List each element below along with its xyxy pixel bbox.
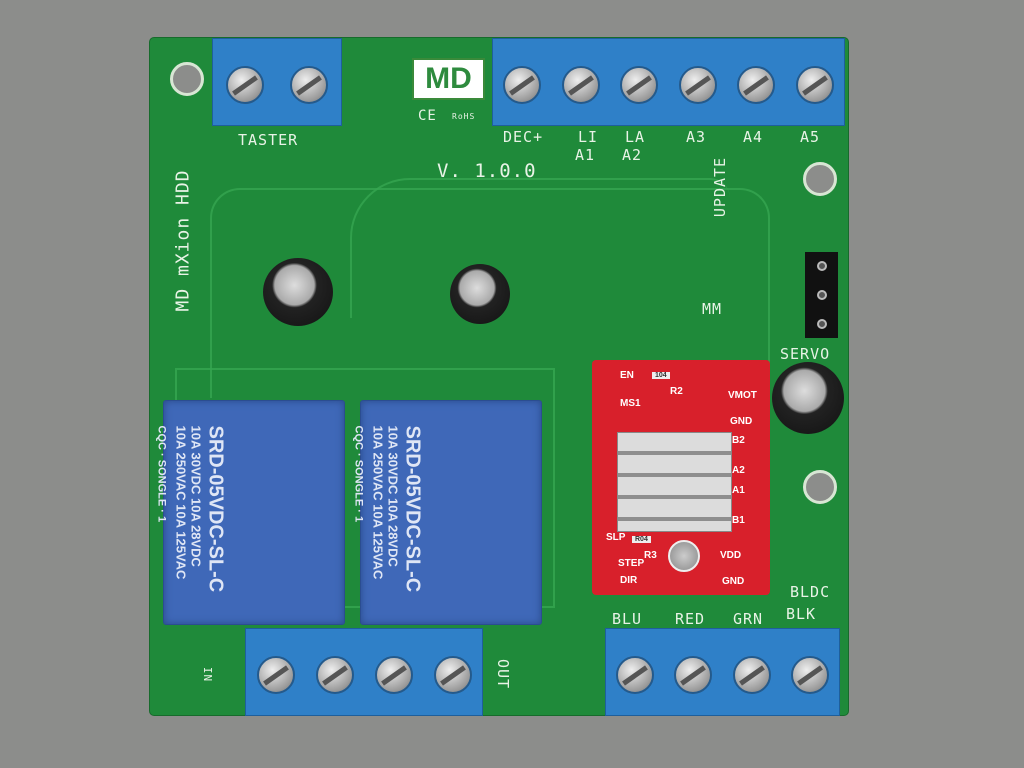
capacitor	[263, 258, 333, 326]
screw-icon[interactable]	[616, 656, 655, 694]
terminal-relay[interactable]	[245, 628, 483, 716]
stepper-driver: EN MS1 SLP STEP DIR VMOT GND B2 A2 A1 B1…	[592, 360, 770, 595]
screw-icon[interactable]	[790, 656, 829, 694]
part-label: R2	[670, 386, 683, 397]
relay-model: SRD-05VDC-SL-C	[204, 425, 227, 593]
board-title: MD mXion HDD	[172, 169, 194, 312]
label-a4: A4	[743, 128, 764, 146]
terminal-taster[interactable]	[212, 38, 342, 126]
pin-label: A1	[732, 485, 745, 496]
heatsink	[617, 432, 732, 532]
pin-label: B1	[732, 515, 745, 526]
label-out: OUT	[494, 658, 513, 690]
screw-icon[interactable]	[290, 66, 328, 104]
label-grn: GRN	[733, 610, 764, 628]
label-a5: A5	[800, 128, 821, 146]
relay-rating: 10A 250VAC 10A 125VAC	[370, 425, 386, 580]
relay-rating: 10A 30VDC 10A 28VDC	[188, 425, 204, 567]
trace	[350, 178, 730, 318]
label-a1: A1	[575, 146, 596, 164]
label-update: UPDATE	[711, 156, 730, 218]
md-logo: MD	[412, 58, 485, 100]
pin-label: VDD	[720, 550, 742, 561]
pin-label: STEP	[618, 558, 645, 569]
relay-rating: 10A 250VAC 10A 125VAC	[173, 425, 189, 580]
pin-label: GND	[722, 576, 745, 587]
screw-icon[interactable]	[226, 66, 264, 104]
screw-icon[interactable]	[315, 656, 354, 694]
capacitor	[450, 264, 510, 324]
screw-icon[interactable]	[374, 656, 413, 694]
rohs-mark: RoHS	[452, 112, 476, 121]
label-blu: BLU	[612, 610, 643, 628]
label-li: LI	[578, 128, 599, 146]
relay-brand: SONGLE	[155, 459, 168, 507]
capacitor	[772, 362, 844, 434]
mounting-hole	[803, 470, 837, 504]
label-la: LA	[625, 128, 646, 146]
relay: SRD-05VDC-SL-C 10A 30VDC 10A 28VDC 10A 2…	[156, 400, 345, 625]
pin-label: SLP	[606, 532, 626, 543]
pin-mark: 1	[155, 515, 168, 523]
label-bldc: BLDC	[790, 583, 831, 601]
cqc-mark: CQC	[155, 425, 168, 450]
pin-label: GND	[730, 416, 753, 427]
label-mm: MM	[702, 300, 723, 318]
relay: SRD-05VDC-SL-C 10A 30VDC 10A 28VDC 10A 2…	[353, 400, 542, 625]
screw-icon[interactable]	[620, 66, 659, 104]
pin-label: VMOT	[728, 390, 757, 401]
terminal-motor[interactable]	[605, 628, 840, 716]
resistor: 104	[652, 372, 670, 379]
potentiometer[interactable]	[668, 540, 700, 572]
relay-model: SRD-05VDC-SL-C	[401, 425, 424, 593]
terminal-outputs[interactable]	[492, 38, 845, 126]
label-blk: BLK	[786, 605, 817, 623]
servo-header[interactable]	[805, 252, 838, 338]
screw-icon[interactable]	[503, 66, 542, 104]
screw-icon[interactable]	[732, 656, 771, 694]
mounting-hole	[170, 62, 204, 96]
screw-icon[interactable]	[737, 66, 776, 104]
part-label: R3	[644, 550, 657, 561]
label-a2: A2	[622, 146, 643, 164]
screw-icon[interactable]	[674, 656, 713, 694]
pin-label: A2	[732, 465, 745, 476]
screw-icon[interactable]	[678, 66, 717, 104]
pin-mark: 1	[352, 515, 365, 523]
screw-icon[interactable]	[795, 66, 834, 104]
relay-rating: 10A 30VDC 10A 28VDC	[385, 425, 401, 567]
resistor: R04	[632, 536, 651, 543]
label-servo: SERVO	[780, 345, 831, 363]
label-dec: DEC+	[503, 128, 544, 146]
label-a3: A3	[686, 128, 707, 146]
relay-brand: SONGLE	[352, 459, 365, 507]
label-taster: TASTER	[238, 131, 299, 149]
pin-label: EN	[620, 370, 634, 381]
pin-label: MS1	[620, 398, 641, 409]
pin-label: B2	[732, 435, 745, 446]
mounting-hole	[803, 162, 837, 196]
cqc-mark: CQC	[352, 425, 365, 450]
screw-icon[interactable]	[433, 656, 472, 694]
trace	[210, 188, 770, 398]
screw-icon[interactable]	[256, 656, 295, 694]
version-label: V. 1.0.0	[437, 160, 537, 182]
screw-icon[interactable]	[561, 66, 600, 104]
ce-mark: CE	[418, 108, 437, 124]
label-red: RED	[675, 610, 706, 628]
pin-label: DIR	[620, 575, 638, 586]
label-in: IN	[201, 666, 215, 683]
